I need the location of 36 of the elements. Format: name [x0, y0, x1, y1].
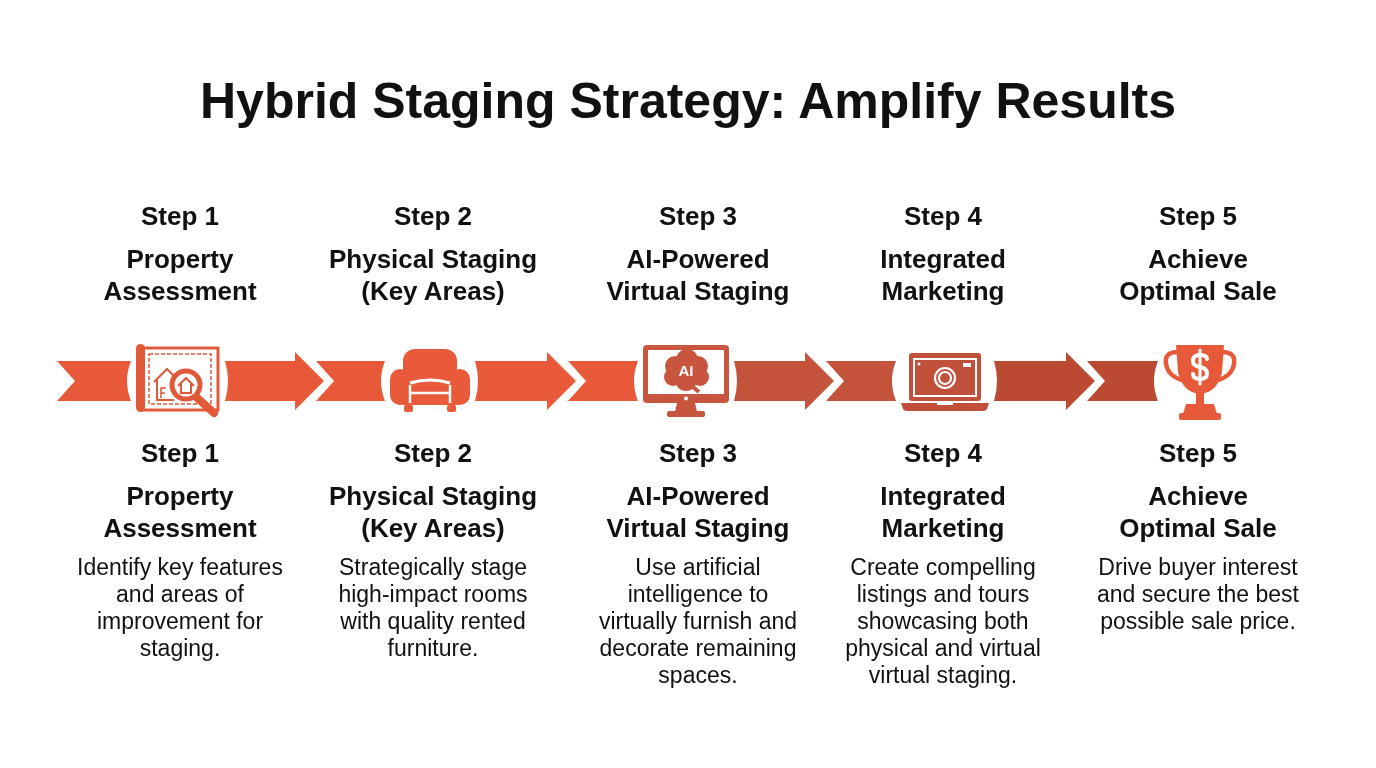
- armchair-icon: [388, 347, 472, 413]
- step-number: Step 5: [1159, 437, 1237, 469]
- block-arrow: [225, 352, 385, 410]
- block-arrow: [994, 352, 1158, 410]
- step-title: Integrated Marketing: [879, 243, 1007, 307]
- step-description: Use artificial intelligence to virtually furnish and decorate remaining spaces.: [597, 554, 799, 689]
- step-title: Achieve Optimal Sale: [1118, 243, 1278, 307]
- step-title: Achieve Optimal Sale: [1118, 480, 1278, 544]
- step-number: Step 2: [394, 437, 472, 469]
- laptop-camera-icon: [899, 351, 991, 413]
- step-description: Create compelling listings and tours showcasing both physical and virtual virtual staging.: [844, 554, 1042, 689]
- step-number: Step 3: [659, 200, 737, 232]
- trophy-dollar-icon: [1161, 342, 1239, 422]
- step-title: AI-Powered Virtual Staging: [605, 480, 791, 544]
- step-number: Step 1: [141, 200, 219, 232]
- step-title: AI-Powered Virtual Staging: [605, 243, 791, 307]
- step-title: Integrated Marketing: [879, 480, 1007, 544]
- block-arrow: [734, 352, 896, 410]
- step-number: Step 5: [1159, 200, 1237, 232]
- step-number: Step 4: [904, 437, 982, 469]
- step-description: Strategically stage high-impact rooms with quality rented furniture.: [337, 554, 529, 662]
- block-arrow: [475, 352, 638, 410]
- diagram-title: Hybrid Staging Strategy: Amplify Results: [199, 72, 1177, 130]
- step-title: Property Assessment: [102, 480, 258, 544]
- icon-text: AI: [678, 363, 694, 380]
- step-title: Physical Staging (Key Areas): [327, 243, 539, 307]
- step-number: Step 1: [141, 437, 219, 469]
- step-title: Property Assessment: [102, 243, 258, 307]
- step-number: Step 2: [394, 200, 472, 232]
- blueprint-magnifier-icon: [134, 342, 222, 418]
- step-description: Drive buyer interest and secure the best possible sale price.: [1096, 554, 1300, 635]
- step-description: Identify key features and areas of improvement for staging.: [76, 554, 284, 662]
- step-title: Physical Staging (Key Areas): [327, 480, 539, 544]
- step-number: Step 3: [659, 437, 737, 469]
- step-number: Step 4: [904, 200, 982, 232]
- chevron-arrow: [57, 361, 131, 401]
